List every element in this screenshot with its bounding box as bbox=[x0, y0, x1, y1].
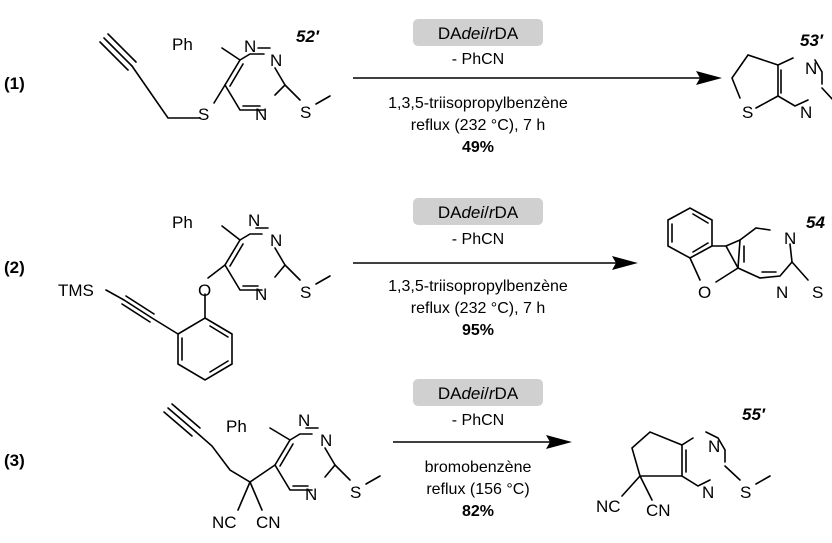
methylthio-bonds bbox=[284, 84, 331, 105]
methylthio-bonds bbox=[284, 264, 331, 285]
method-label: DAdei/rDA bbox=[438, 384, 519, 403]
phenyl-bond bbox=[221, 47, 241, 61]
atom-n: N bbox=[800, 103, 812, 122]
solvent: bromobenzène bbox=[425, 459, 532, 476]
alkyne-bonds bbox=[99, 33, 137, 71]
atom-n: N bbox=[320, 431, 332, 450]
compound-number: 53′ bbox=[800, 31, 824, 50]
atom-s: S bbox=[350, 483, 361, 502]
yield: 82% bbox=[462, 503, 494, 520]
atom-n: N bbox=[270, 51, 282, 70]
atom-n: N bbox=[708, 437, 720, 456]
phenyl-bond bbox=[221, 225, 241, 241]
methylthio-bonds bbox=[334, 464, 381, 485]
thiophene-ring-bonds bbox=[731, 54, 779, 109]
conditions-3: DAdei/rDA - PhCN bromobenzène reflux (15… bbox=[393, 379, 572, 520]
atom-n: N bbox=[305, 485, 317, 504]
arrow-head bbox=[546, 435, 572, 449]
product-53: N N S 53′ bbox=[731, 31, 832, 122]
phenyl-bond bbox=[269, 427, 291, 441]
phenyl-label: Ph bbox=[226, 417, 247, 436]
atom-n: N bbox=[244, 37, 256, 56]
reaction-1: (1) Ph N N N S S 52′ DAdei/rDA - PhCN 1,… bbox=[4, 19, 832, 156]
reaction-1-label: (1) bbox=[4, 74, 25, 93]
conditions-1: DAdei/rDA - PhCN 1,3,5-triisopropylbenzè… bbox=[353, 19, 722, 156]
product-54: N N O S 54 bbox=[667, 207, 825, 302]
furan-ring-bonds bbox=[689, 238, 741, 283]
atom-n: N bbox=[248, 211, 260, 230]
alkyne-bonds bbox=[163, 403, 201, 437]
tms-label: TMS bbox=[58, 281, 94, 300]
atom-s: S bbox=[812, 283, 823, 302]
nitrile-label: CN bbox=[256, 513, 281, 532]
atom-s: S bbox=[300, 103, 311, 122]
method-label: DAdei/rDA bbox=[438, 203, 519, 222]
byproduct: - PhCN bbox=[452, 412, 504, 429]
benzene-ring-bonds bbox=[177, 317, 233, 381]
solvent: 1,3,5-triisopropylbenzène bbox=[388, 95, 568, 112]
method-label: DAdei/rDA bbox=[438, 24, 519, 43]
reaction-3: (3) Ph N N N S NC CN DAdei/rDA - PhCN br… bbox=[4, 379, 771, 532]
pyrimidine-ring-bonds bbox=[737, 227, 793, 279]
reaction-conditions: reflux (156 °C) bbox=[426, 481, 529, 498]
arrow-head bbox=[612, 256, 638, 270]
yield: 49% bbox=[462, 139, 494, 156]
reaction-conditions: reflux (232 °C), 7 h bbox=[411, 300, 545, 317]
quaternary-carbon-bonds bbox=[195, 431, 276, 511]
nitrile-label: NC bbox=[596, 497, 621, 516]
atom-n: N bbox=[298, 411, 310, 430]
atom-n: N bbox=[255, 285, 267, 304]
compound-number: 54 bbox=[806, 213, 825, 232]
method-badge bbox=[413, 198, 543, 225]
methylthio-bonds bbox=[791, 261, 809, 281]
atom-o: O bbox=[198, 281, 211, 300]
reaction-conditions: reflux (232 °C), 7 h bbox=[411, 117, 545, 134]
aryl-ether-bonds bbox=[204, 264, 226, 319]
byproduct: - PhCN bbox=[452, 51, 504, 68]
yield: 95% bbox=[462, 322, 494, 339]
reaction-3-label: (3) bbox=[4, 451, 25, 470]
alkyne-bonds bbox=[105, 289, 179, 335]
methylthio-bonds bbox=[724, 465, 771, 485]
benzene-ring-bonds bbox=[667, 207, 713, 259]
method-badge bbox=[413, 379, 543, 406]
atom-n: N bbox=[776, 283, 788, 302]
compound-number: 52′ bbox=[296, 27, 320, 46]
phenyl-label: Ph bbox=[172, 35, 193, 54]
atom-n: N bbox=[805, 59, 817, 78]
atom-n: N bbox=[270, 231, 282, 250]
byproduct: - PhCN bbox=[452, 231, 504, 248]
atom-o: O bbox=[698, 283, 711, 302]
cyclopentene-ring-bonds bbox=[631, 431, 683, 477]
atom-n: N bbox=[702, 483, 714, 502]
starting-material-52: Ph N N N S S 52′ bbox=[99, 27, 331, 124]
starting-material-3: Ph N N N S NC CN bbox=[163, 403, 381, 532]
atom-n: N bbox=[255, 105, 267, 124]
nitrile-label: CN bbox=[646, 501, 671, 520]
method-badge bbox=[413, 19, 543, 46]
solvent: 1,3,5-triisopropylbenzène bbox=[388, 278, 568, 295]
atom-s: S bbox=[740, 483, 751, 502]
thio-linker-bonds bbox=[131, 65, 226, 119]
methylthio-bonds bbox=[821, 87, 832, 100]
product-55: N N S NC CN 55′ bbox=[596, 405, 771, 520]
nitrile-bonds bbox=[621, 475, 653, 501]
reaction-2-label: (2) bbox=[4, 258, 25, 277]
reaction-2: (2) Ph N N N O S TMS DAdei/rDA - PhCN 1,… bbox=[4, 198, 825, 381]
arrow-head bbox=[696, 71, 722, 85]
conditions-2: DAdei/rDA - PhCN 1,3,5-triisopropylbenzè… bbox=[353, 198, 638, 339]
nitrile-label: NC bbox=[212, 513, 237, 532]
atom-s: S bbox=[300, 283, 311, 302]
atom-s: S bbox=[742, 103, 753, 122]
compound-number: 55′ bbox=[742, 405, 766, 424]
starting-material-2: Ph N N N O S TMS bbox=[58, 211, 331, 381]
phenyl-label: Ph bbox=[172, 213, 193, 232]
atom-s: S bbox=[198, 105, 209, 124]
atom-n: N bbox=[784, 229, 796, 248]
